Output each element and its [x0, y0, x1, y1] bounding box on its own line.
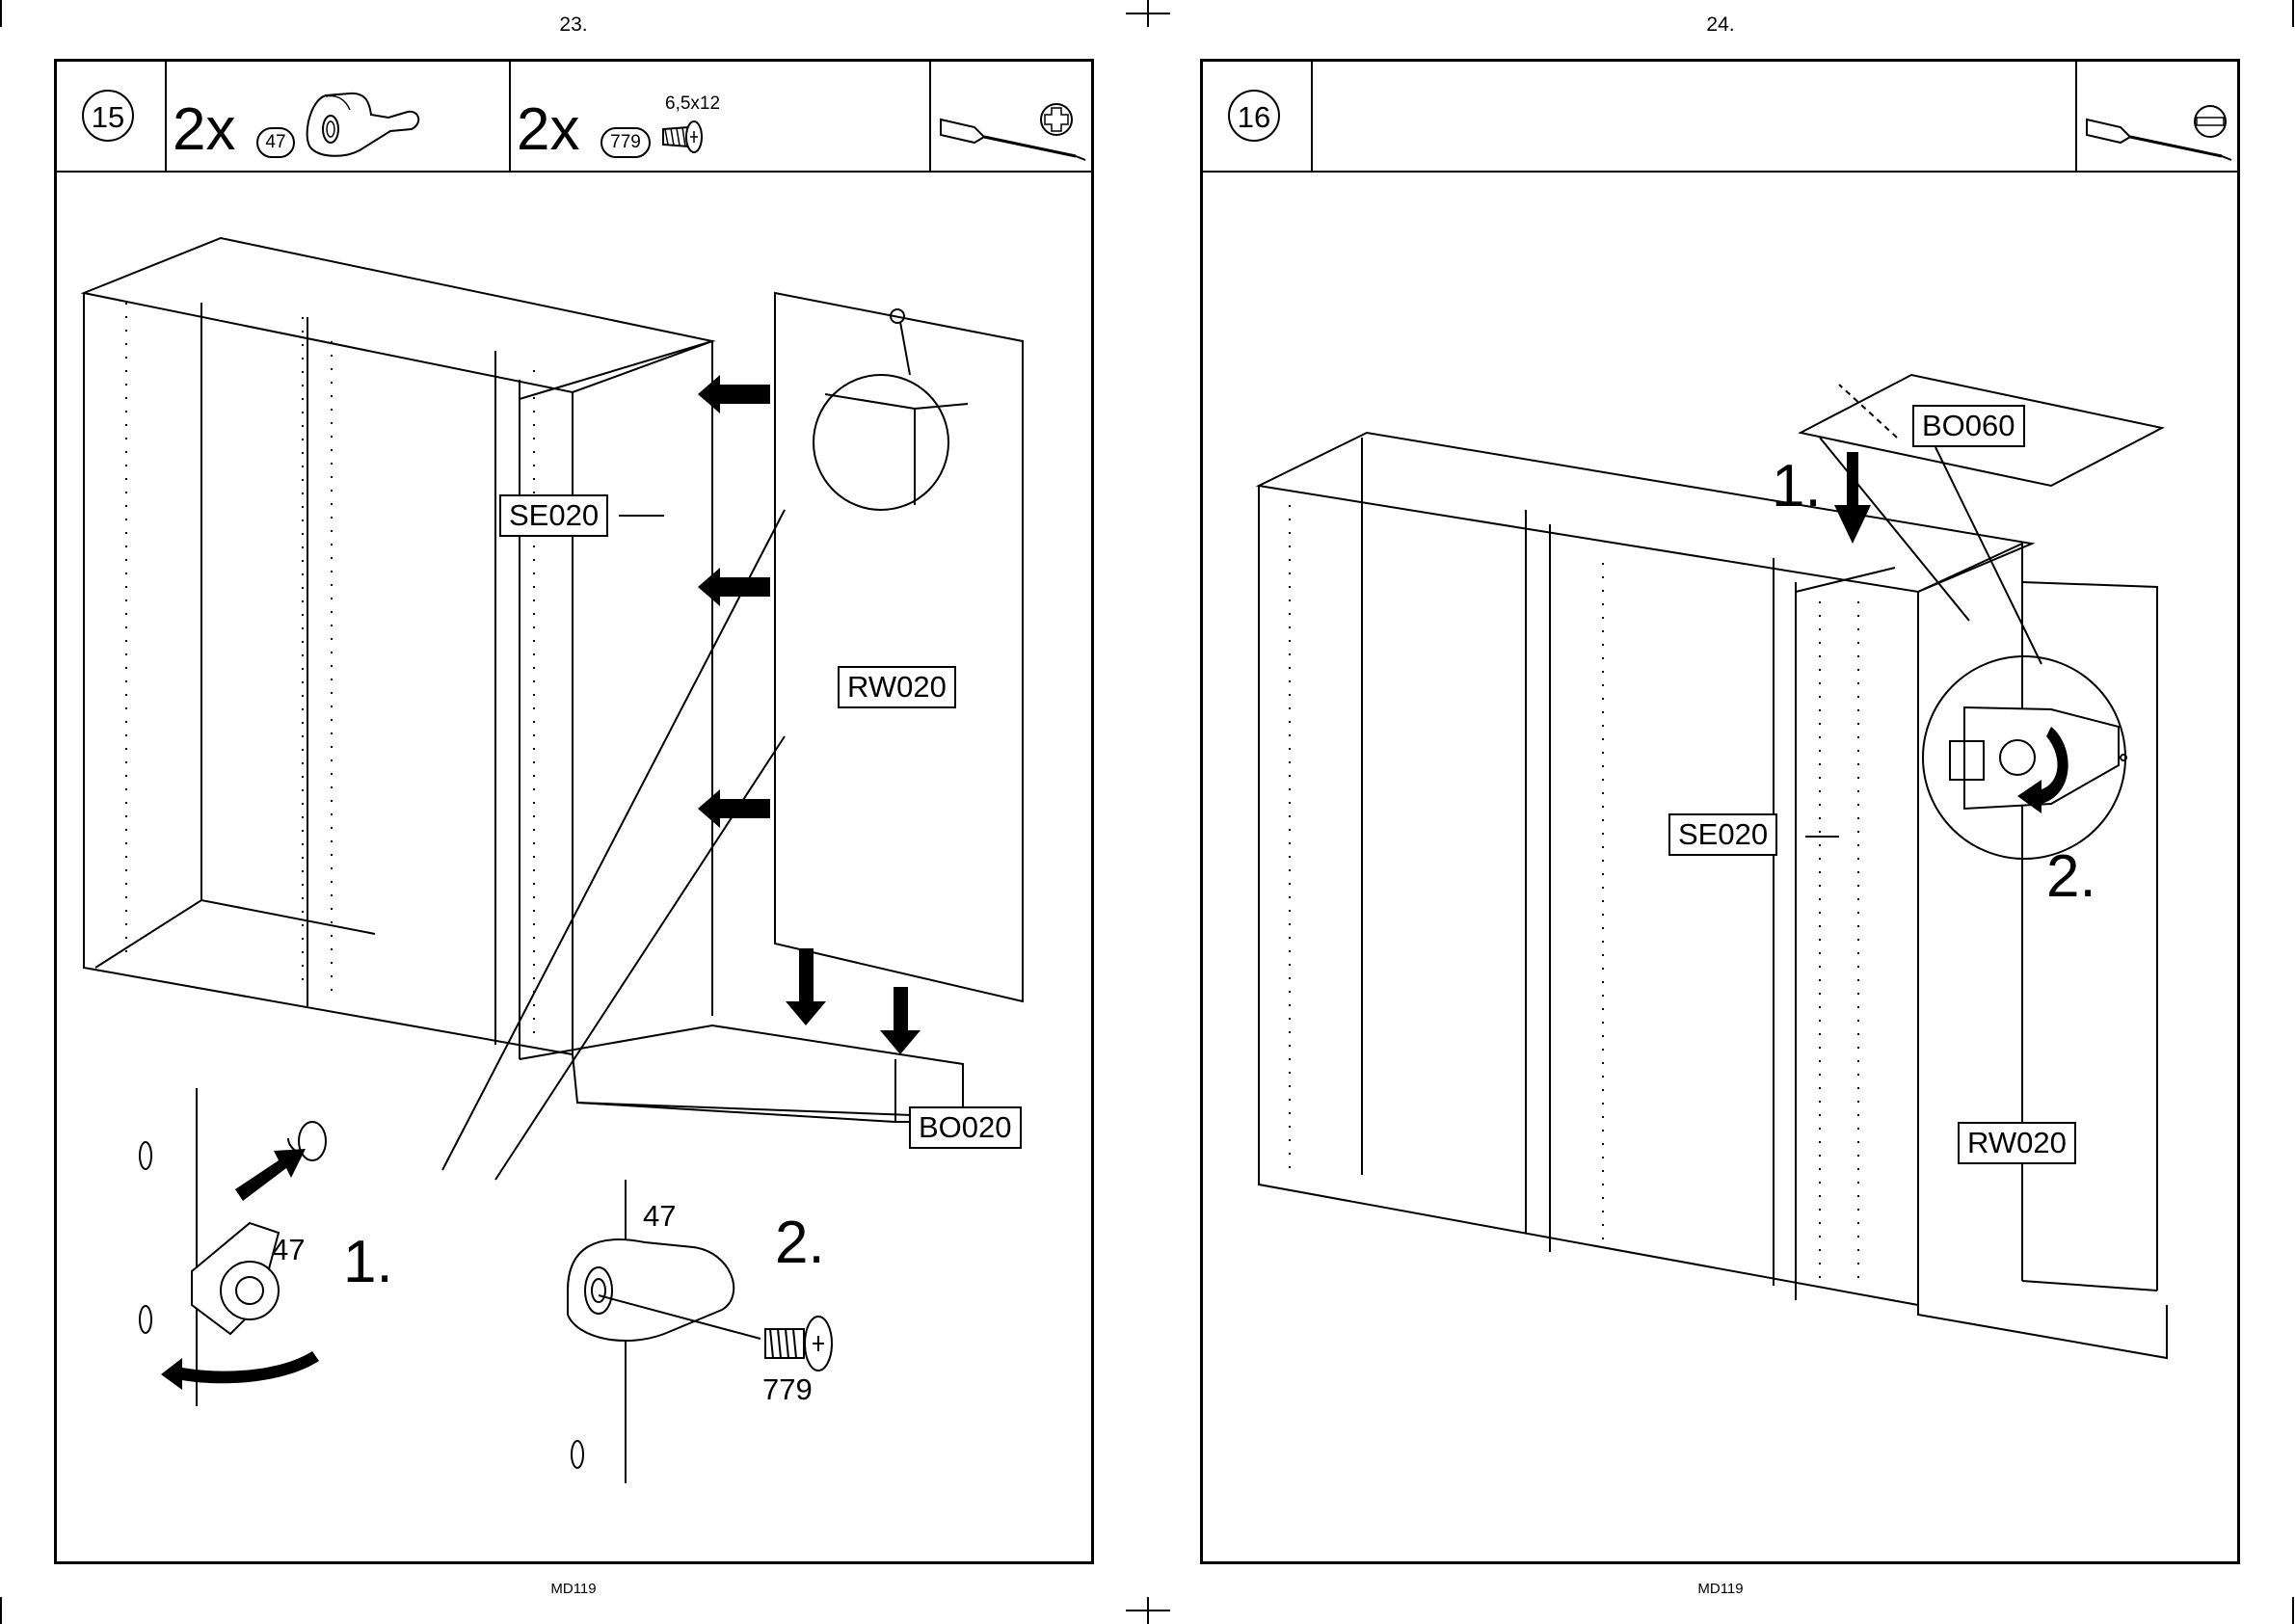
part-label-bo020: BO020	[909, 1106, 1022, 1149]
part-label-bo060: BO060	[1912, 405, 2025, 447]
part-label-rw020: RW020	[838, 666, 956, 708]
detail-step-2: 2.	[775, 1213, 825, 1273]
footer-code: MD119	[516, 1581, 631, 1597]
detail-part-number: 47	[643, 1199, 676, 1234]
detail-screw-number: 779	[762, 1372, 813, 1407]
part-label-se020: SE020	[1668, 813, 1777, 856]
part-label-rw020: RW020	[1958, 1122, 2076, 1164]
page-number: 23.	[516, 13, 631, 37]
part-label-se020: SE020	[499, 494, 608, 537]
footer-code: MD119	[1663, 1581, 1778, 1597]
crop-mark	[0, 0, 2, 27]
detail-step-2: 2.	[2046, 847, 2096, 907]
detail-step-1: 1.	[343, 1233, 393, 1292]
step-panel-15: 15 2x 47 2x 779 6,5x12	[54, 59, 1094, 1564]
crop-mark	[2292, 0, 2294, 27]
detail-step-1: 1.	[1772, 457, 1822, 517]
crop-mark	[2292, 1597, 2294, 1624]
page-number: 24.	[1663, 13, 1778, 37]
crop-mark	[1126, 1610, 1170, 1611]
step-panel-16: 16	[1200, 59, 2240, 1564]
crop-mark	[1126, 13, 1170, 14]
assembly-illustration	[57, 62, 1097, 1567]
detail-part-number: 47	[272, 1233, 305, 1267]
crop-mark	[0, 1597, 2, 1624]
